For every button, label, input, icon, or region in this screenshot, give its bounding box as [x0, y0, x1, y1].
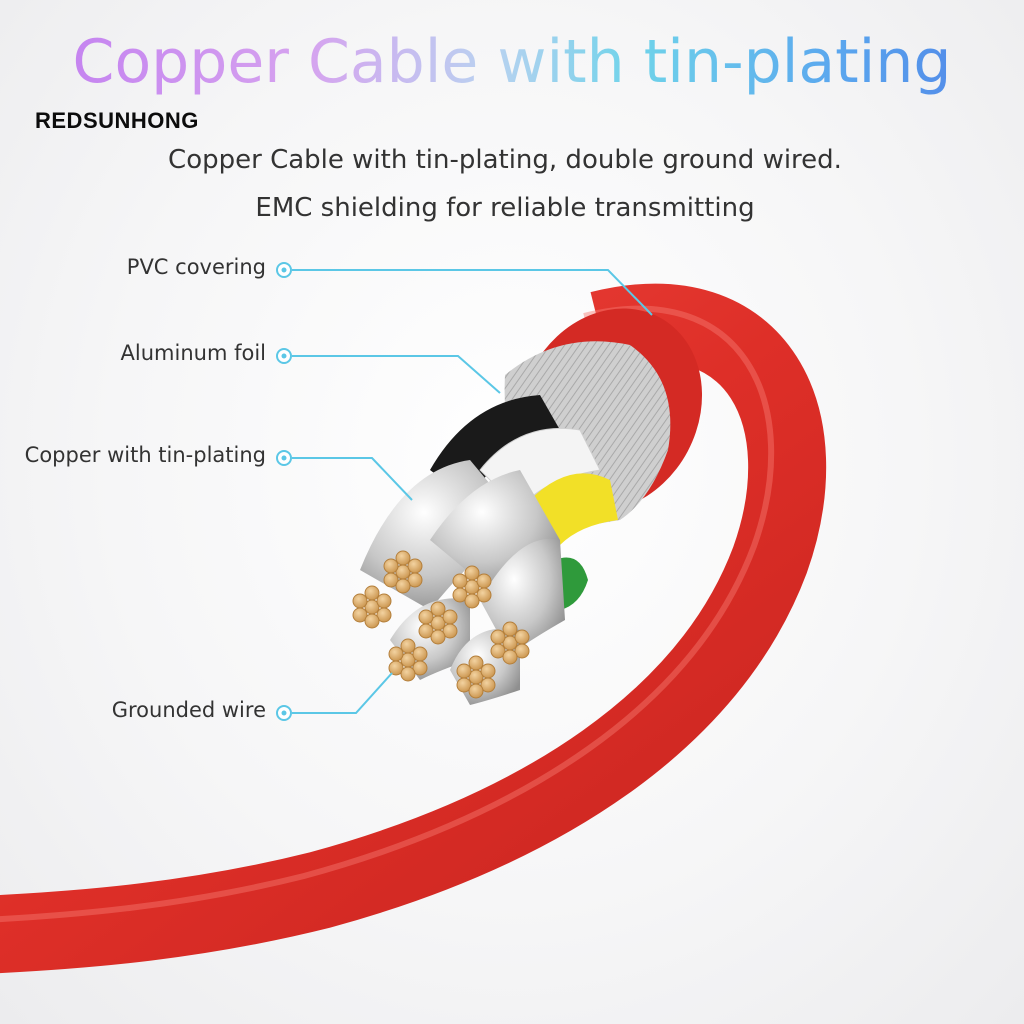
- brand-logo: REDSUNHONG: [35, 108, 199, 133]
- callout-label-pvc-covering: PVC covering: [126, 255, 266, 279]
- headline-title: Copper Cable with tin-plating: [0, 22, 1024, 102]
- leader-line-copper: [292, 457, 413, 501]
- red-cable-loop: [0, 283, 827, 974]
- callout-label-copper-tin-plating: Copper with tin-plating: [24, 443, 266, 467]
- strand-end-tips: [352, 550, 530, 699]
- callout-label-aluminum-foil: Aluminum foil: [120, 341, 266, 365]
- subtitle-line-1: Copper Cable with tin-plating, double gr…: [168, 145, 842, 175]
- leader-line-foil: [292, 355, 501, 394]
- callout-label-grounded-wire: Grounded wire: [111, 698, 266, 722]
- subtitle-line-2: EMC shielding for reliable transmitting: [255, 193, 755, 223]
- leader-line-ground: [292, 672, 393, 714]
- leader-line-pvc: [292, 269, 653, 316]
